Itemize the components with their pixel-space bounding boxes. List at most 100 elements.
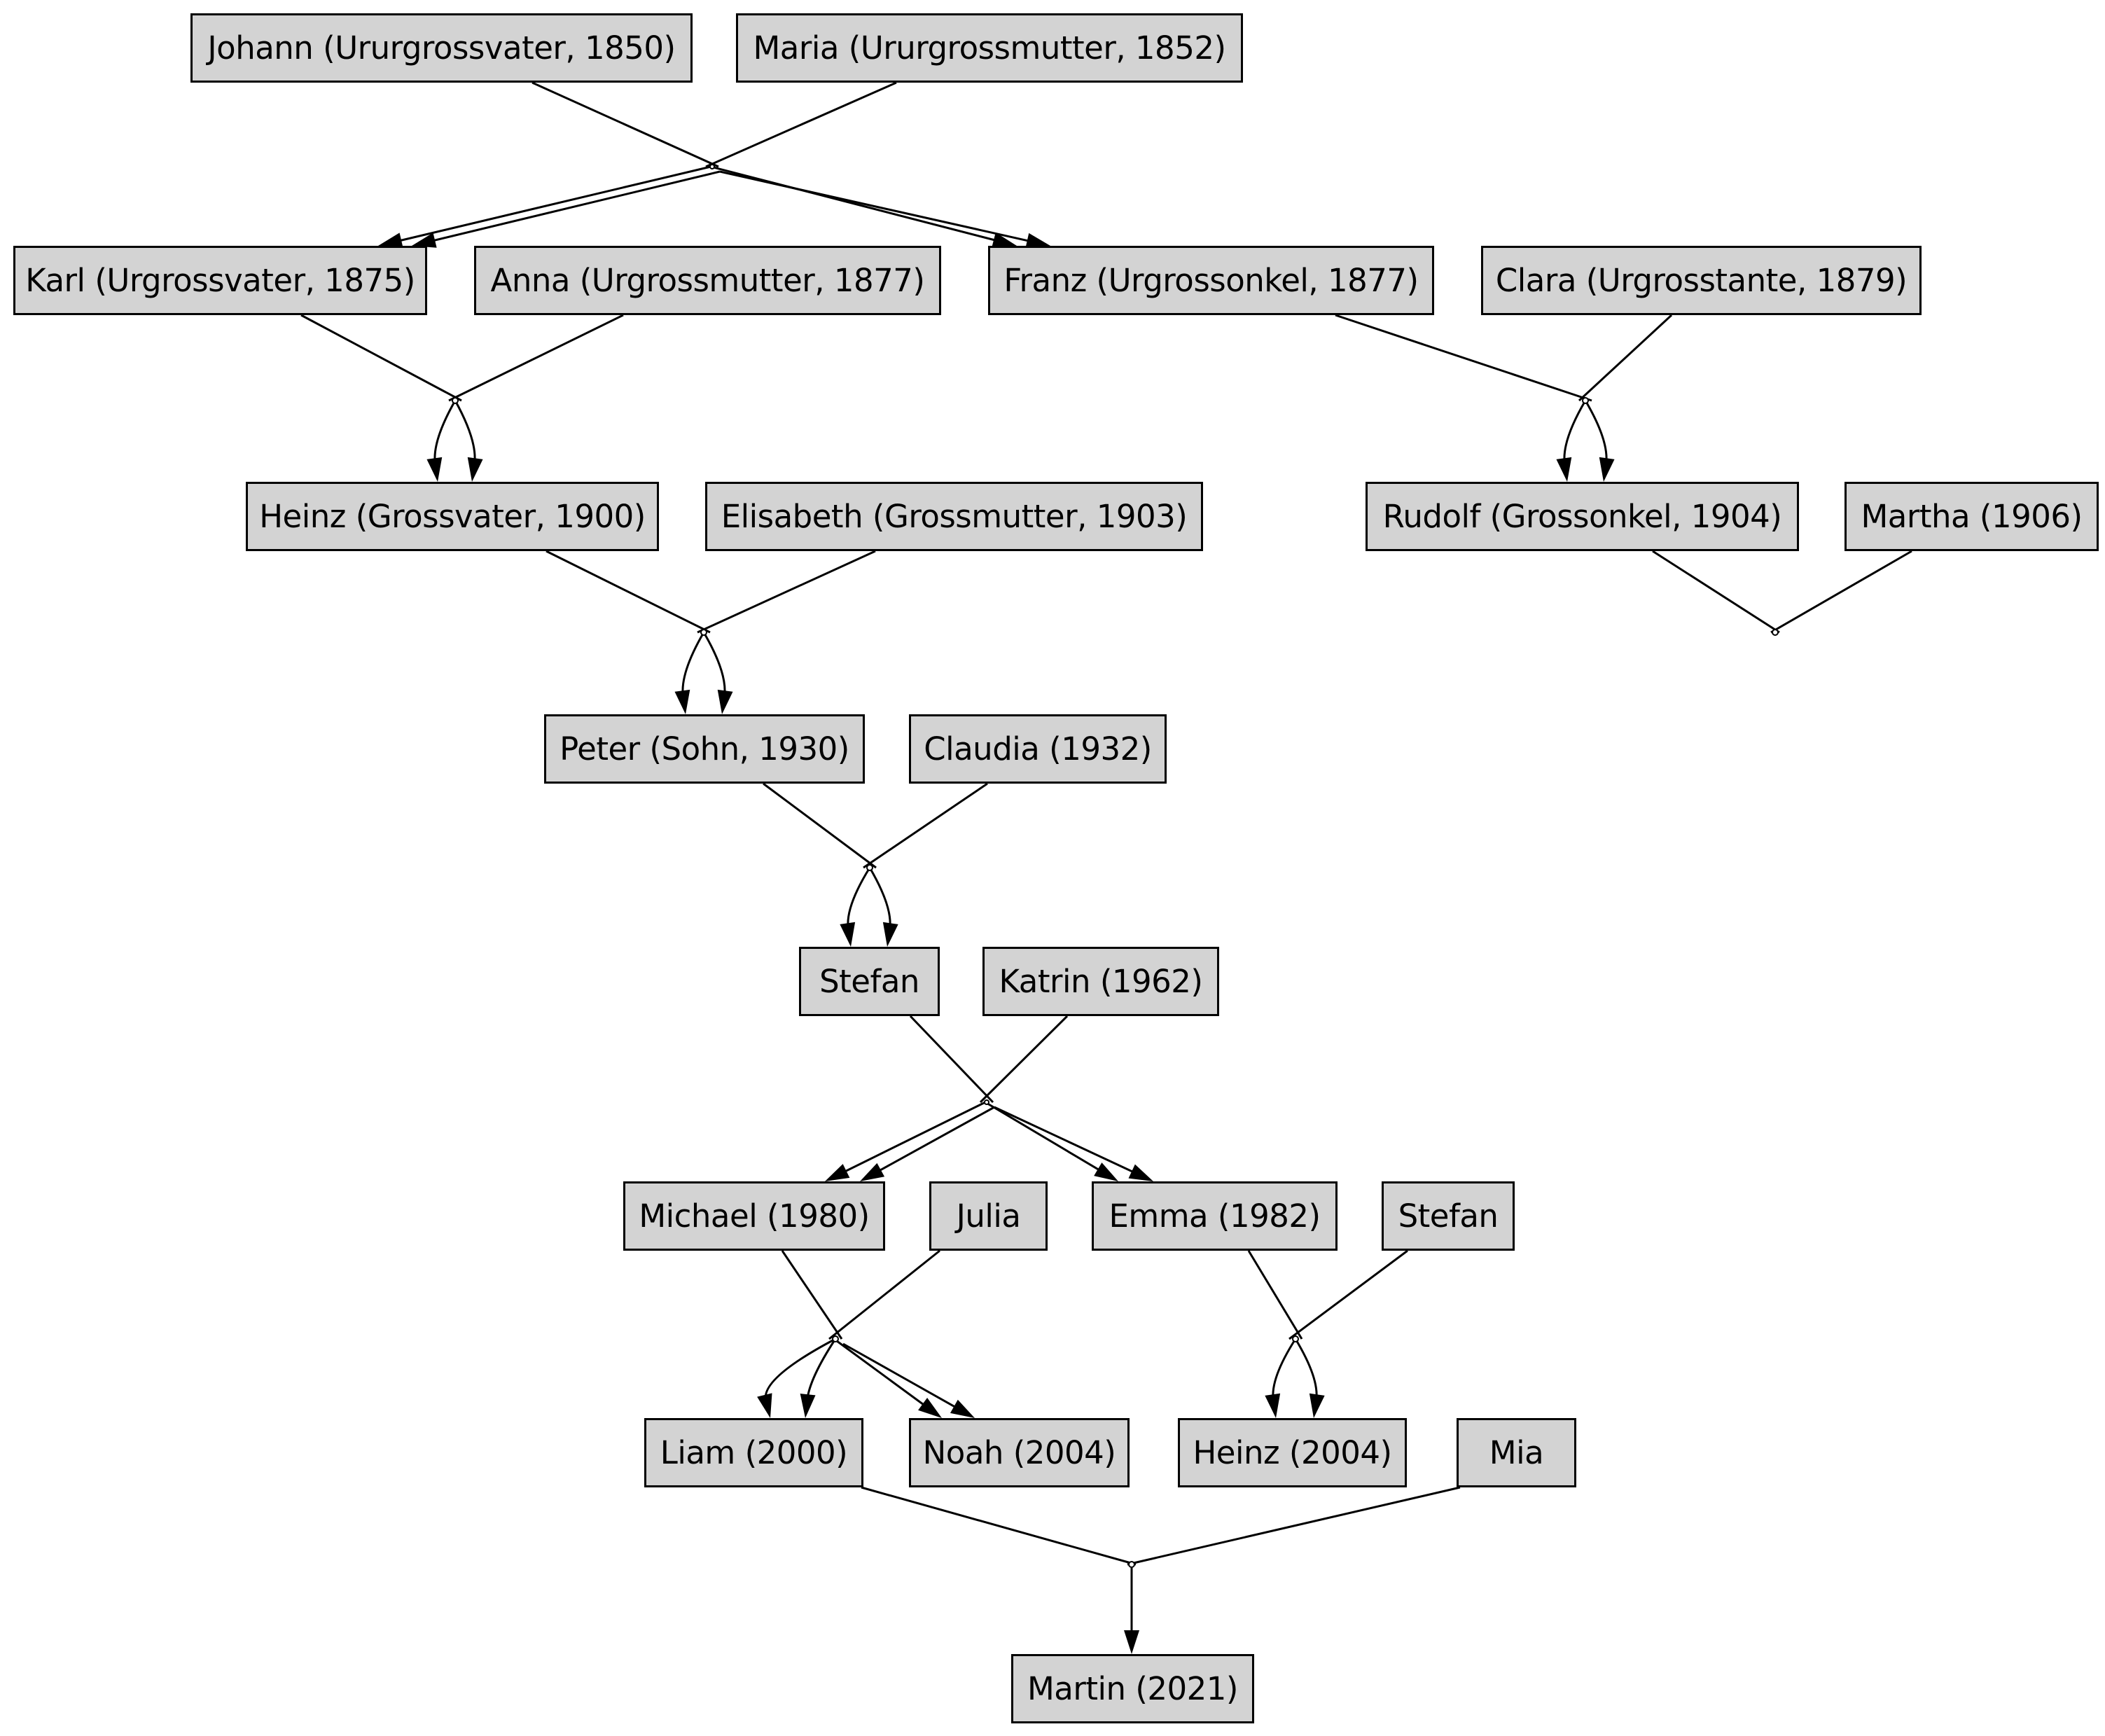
union-dot [984, 1099, 989, 1105]
child-edge-stefan [840, 867, 898, 947]
arrowhead-icon [1556, 457, 1572, 482]
child-edge-michael [825, 1101, 995, 1181]
node-label: Stefan [1398, 1197, 1499, 1235]
node-karl: Karl (Urgrossvater, 1875) [13, 246, 427, 315]
parent-edge-katrin [979, 1015, 1069, 1104]
child-edge-noah [833, 1338, 975, 1418]
arrowhead-icon [918, 1398, 942, 1418]
node-label: Claudia (1932) [924, 730, 1152, 768]
node-rudolf: Rudolf (Grossonkel, 1904) [1366, 482, 1799, 551]
parent-edge-julia [828, 1249, 940, 1340]
arrowhead-icon [1265, 1393, 1281, 1418]
arrowhead-icon [800, 1394, 816, 1418]
arrowhead-icon [1128, 1164, 1153, 1181]
node-label: Mia [1489, 1434, 1544, 1471]
union-dot [1128, 1561, 1135, 1568]
child-edge-heinz2 [1265, 1338, 1325, 1418]
parent-edge-rudolf [1652, 550, 1780, 634]
arrowhead-icon [840, 922, 856, 947]
arrowhead-icon [992, 232, 1017, 248]
union-dot [866, 864, 873, 871]
parent-edge-anna [448, 314, 624, 402]
node-label: Johann (Ururgrossvater, 1850) [207, 29, 676, 67]
node-label: Anna (Urgrossmutter, 1877) [490, 262, 925, 299]
node-label: Peter (Sohn, 1930) [560, 730, 849, 768]
node-franz: Franz (Urgrossonkel, 1877) [988, 246, 1434, 315]
node-label: Maria (Ururgrossmutter, 1852) [753, 29, 1226, 67]
parent-edge-liam [861, 1486, 1137, 1566]
node-label: Clara (Urgrosstante, 1879) [1495, 262, 1908, 299]
node-label: Heinz (2004) [1193, 1434, 1392, 1471]
child-edge-heinz [426, 400, 483, 482]
arrowhead-icon [378, 232, 403, 248]
child-edge-franz [710, 165, 1050, 249]
arrowhead-icon [1124, 1630, 1139, 1654]
arrowhead-icon [467, 457, 483, 482]
union-dot [709, 164, 715, 169]
union-dot [832, 1335, 839, 1342]
arrowhead-icon [757, 1393, 772, 1418]
arrowhead-icon [825, 1164, 850, 1181]
parent-edge-mia [1127, 1486, 1461, 1566]
union-dot [700, 629, 707, 636]
node-katrin: Katrin (1962) [982, 947, 1219, 1016]
node-heinz2: Heinz (2004) [1178, 1418, 1407, 1487]
node-label: Emma (1982) [1109, 1197, 1321, 1235]
parent-edge-martha [1770, 550, 1912, 634]
node-mia: Mia [1457, 1418, 1576, 1487]
node-label: Heinz (Grossvater, 1900) [259, 498, 646, 535]
node-claudia: Claudia (1932) [909, 714, 1167, 784]
node-stefan: Stefan [799, 947, 940, 1016]
union-dot [1582, 397, 1589, 404]
arrowhead-icon [1094, 1162, 1118, 1181]
child-edge-martin [1124, 1564, 1139, 1654]
parent-edge-claudia [863, 782, 988, 869]
parent-edge-stefan2 [1288, 1249, 1408, 1340]
arrowhead-icon [426, 457, 443, 482]
node-peter: Peter (Sohn, 1930) [544, 714, 865, 784]
node-label: Martha (1906) [1861, 498, 2083, 535]
node-clara: Clara (Urgrosstante, 1879) [1481, 246, 1922, 315]
node-noah: Noah (2004) [909, 1418, 1130, 1487]
parent-edge-franz [1335, 314, 1592, 402]
parent-edge-heinz [546, 550, 711, 634]
node-anna: Anna (Urgrossmutter, 1877) [474, 246, 941, 315]
child-edge-emma [985, 1101, 1153, 1181]
node-elisabeth: Elisabeth (Grossmutter, 1903) [705, 482, 1203, 551]
child-edge-liam [757, 1338, 837, 1418]
arrowhead-icon [950, 1399, 975, 1418]
node-label: Karl (Urgrossvater, 1875) [25, 262, 415, 299]
parent-edge-elisabeth [697, 550, 876, 634]
parent-edge-maria [705, 81, 897, 168]
arrowhead-icon [882, 922, 898, 947]
node-label: Elisabeth (Grossmutter, 1903) [721, 498, 1188, 535]
parent-edge-michael [781, 1250, 843, 1340]
node-martin: Martin (2021) [1011, 1654, 1254, 1723]
node-label: Liam (2000) [660, 1434, 848, 1471]
arrowhead-icon [1025, 232, 1050, 249]
node-label: Martin (2021) [1027, 1670, 1239, 1707]
node-stefan2: Stefan [1382, 1181, 1515, 1251]
arrowhead-icon [1599, 457, 1615, 482]
parent-edge-johann [532, 81, 719, 168]
parent-edge-karl [300, 314, 462, 402]
parent-edge-emma [1247, 1250, 1303, 1340]
parent-edge-clara [1578, 314, 1673, 402]
node-martha: Martha (1906) [1845, 482, 2099, 551]
arrowhead-icon [860, 1162, 885, 1181]
child-edge-rudolf [1556, 400, 1615, 482]
node-maria: Maria (Ururgrossmutter, 1852) [736, 13, 1243, 83]
parent-edge-stefan [909, 1015, 994, 1104]
child-edge-karl [378, 165, 721, 248]
arrowhead-icon [412, 232, 437, 248]
node-johann: Johann (Ururgrossvater, 1850) [190, 13, 693, 83]
parent-edge-peter [763, 782, 877, 869]
node-label: Michael (1980) [639, 1197, 870, 1235]
node-label: Noah (2004) [922, 1434, 1116, 1471]
node-heinz: Heinz (Grossvater, 1900) [246, 482, 659, 551]
child-edge-peter [674, 632, 733, 714]
node-liam: Liam (2000) [644, 1418, 863, 1487]
union-dot [452, 397, 459, 404]
